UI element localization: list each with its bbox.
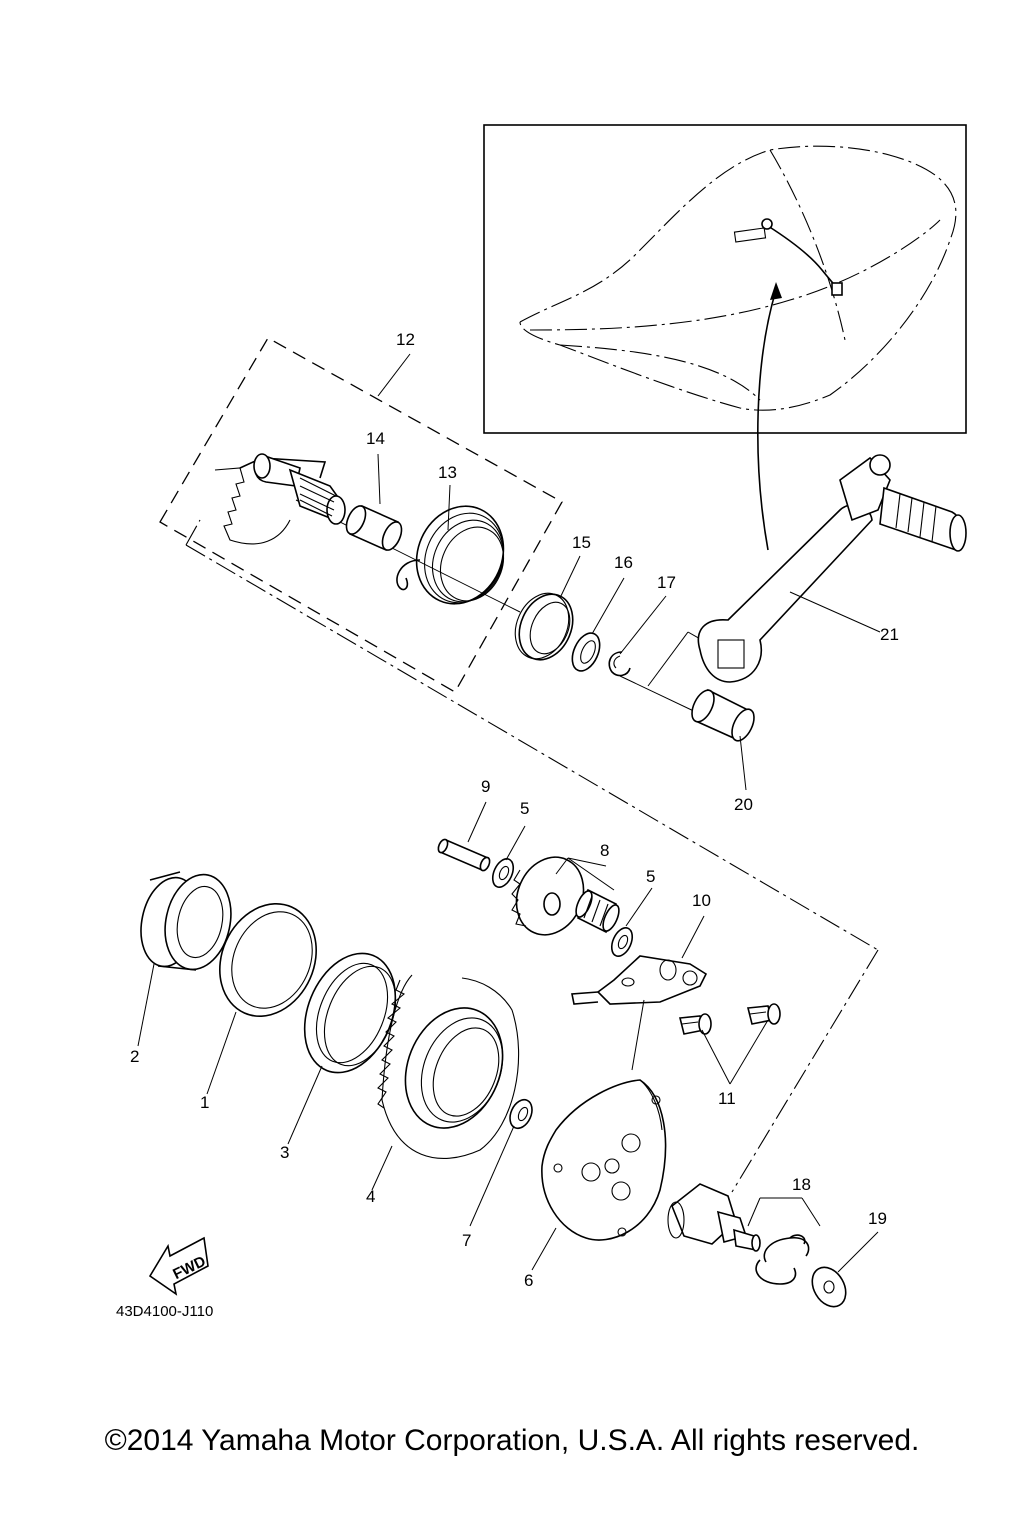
label-20: 20 (734, 795, 753, 814)
kick-axle-assembly-box (159, 337, 563, 693)
washer-15 (514, 592, 574, 661)
diagram-code: 43D4100-J110 (116, 1303, 213, 1320)
kick-crank-21 (697, 454, 967, 683)
screw-11b (746, 1003, 781, 1025)
label-8: 8 (600, 841, 609, 860)
seat-inset (483, 124, 967, 551)
screw-11a (678, 1013, 712, 1035)
label-13: 13 (438, 463, 457, 482)
label-21: 21 (880, 625, 899, 644)
leader-lines (137, 353, 881, 1273)
washer-16 (571, 632, 601, 672)
kick-axle (214, 453, 346, 545)
label-16: 16 (614, 553, 633, 572)
washer-5a (491, 858, 515, 888)
label-12: 12 (396, 330, 415, 349)
label-15: 15 (572, 533, 591, 552)
washer-19 (811, 1266, 847, 1308)
torsion-spring-13 (396, 505, 505, 605)
label-4: 4 (366, 1187, 375, 1206)
label-5b: 5 (646, 867, 655, 886)
label-6: 6 (524, 1271, 533, 1290)
washer-7 (509, 1098, 533, 1130)
copyright-notice: ©2014 Yamaha Motor Corporation, U.S.A. A… (104, 1424, 920, 1457)
label-17: 17 (657, 573, 676, 592)
part-labels: 12 14 13 15 16 17 21 20 9 5 8 5 10 11 2 … (130, 330, 899, 1290)
label-5a: 5 (520, 799, 529, 818)
clutch-housing-6 (541, 1079, 667, 1241)
label-18: 18 (792, 1175, 811, 1194)
label-2: 2 (130, 1047, 139, 1066)
pin-9 (437, 838, 491, 872)
bearing-2 (140, 871, 232, 971)
label-1: 1 (200, 1093, 209, 1112)
wheel-gear-4 (377, 974, 520, 1160)
label-3: 3 (280, 1143, 289, 1162)
label-9: 9 (481, 777, 490, 796)
collar-14 (345, 504, 403, 552)
label-7: 7 (462, 1231, 471, 1250)
clip-18 (755, 1234, 810, 1285)
label-19: 19 (868, 1209, 887, 1228)
label-10: 10 (692, 891, 711, 910)
cap-20 (691, 688, 755, 742)
label-11: 11 (718, 1089, 736, 1108)
starter-shaft (667, 1183, 761, 1252)
circlip-17 (608, 651, 631, 677)
plate-10 (571, 955, 708, 1005)
label-14: 14 (366, 429, 385, 448)
fwd-arrow-icon: FWD (148, 1236, 209, 1296)
washer-5b (610, 927, 634, 957)
idle-gear-8 (511, 856, 620, 936)
shim-1 (219, 903, 317, 1017)
